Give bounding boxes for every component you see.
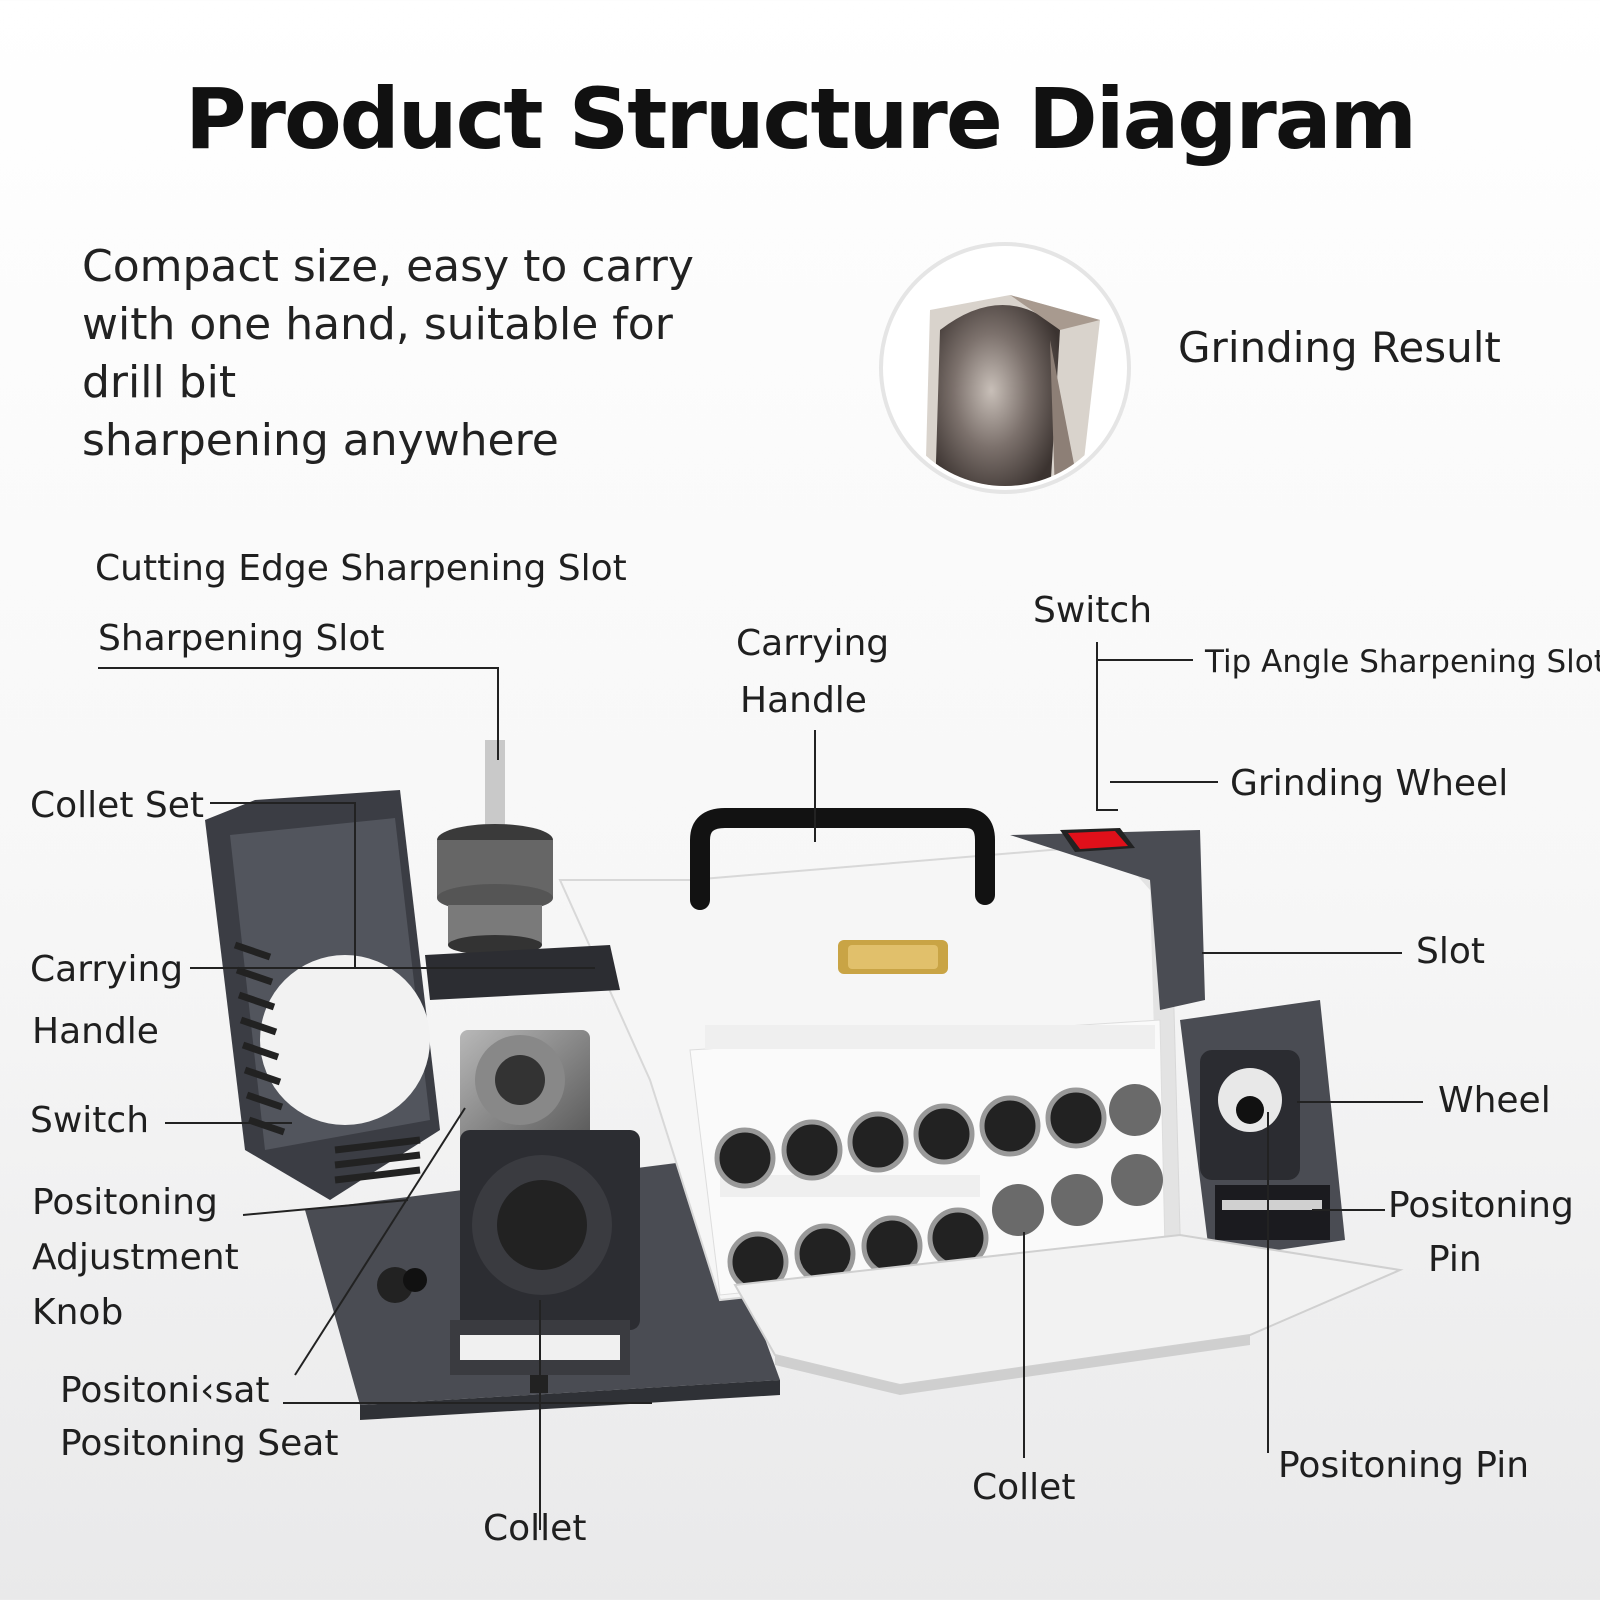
collet-row-top [714, 1084, 1161, 1189]
label-wheel: Wheel [1438, 1080, 1551, 1121]
label-positoning-adjustment-knob: Positoning [32, 1182, 218, 1223]
label-cutting-edge-slot: Cutting Edge Sharpening Slot [95, 548, 627, 589]
label-positoning-pin-right: Positoning [1388, 1185, 1574, 1226]
collet-set-frame [205, 790, 440, 1200]
label-tip-angle-slot: Tip Angle Sharpening Slot [1205, 644, 1600, 680]
switch-panel [1010, 828, 1205, 1010]
intro-line: drill bit [82, 357, 237, 408]
label-positoning-seat: Positoning Seat [60, 1423, 339, 1464]
label-carrying-handle-top: Carrying [736, 623, 890, 664]
intro-line: with one hand, suitable for [82, 299, 673, 350]
label-positonisat: Positoni‹sat [60, 1370, 270, 1411]
label-collet-bottom-left: Collet [483, 1508, 587, 1549]
label-positoning-adjustment-knob: Knob [32, 1292, 124, 1333]
label-switch-top: Switch [1033, 590, 1153, 631]
intro-line: sharpening anywhere [82, 415, 559, 466]
intro-line: Compact size, easy to carry [82, 241, 694, 292]
label-switch-left: Switch [30, 1100, 150, 1141]
label-carrying-handle-left: Handle [32, 1011, 159, 1052]
label-collet-set: Collet Set [30, 785, 204, 826]
label-slot: Slot [1416, 931, 1485, 972]
label-carrying-handle-left: Carrying [30, 949, 184, 990]
label-carrying-handle-top: Handle [740, 680, 867, 721]
leader-lines [98, 642, 1423, 1530]
label-positoning-pin-right: Pin [1428, 1239, 1482, 1280]
left-grinding-head [425, 740, 640, 1375]
intro-text: Compact size, easy to carry with one han… [82, 238, 722, 470]
page-title: Product Structure Diagram [184, 70, 1417, 168]
power-switch-icon [1068, 831, 1128, 849]
right-wheel-unit [1180, 1000, 1345, 1260]
label-positoning-pin-bottom: Positoning Pin [1278, 1445, 1530, 1486]
label-sharpening-slot: Sharpening Slot [98, 618, 385, 659]
label-collet-bottom-mid: Collet [972, 1467, 1076, 1508]
inset-caption: Grinding Result [1178, 323, 1501, 372]
grinding-result-inset [879, 242, 1131, 494]
label-positoning-adjustment-knob: Adjustment [32, 1237, 239, 1278]
label-grinding-wheel: Grinding Wheel [1230, 763, 1509, 804]
